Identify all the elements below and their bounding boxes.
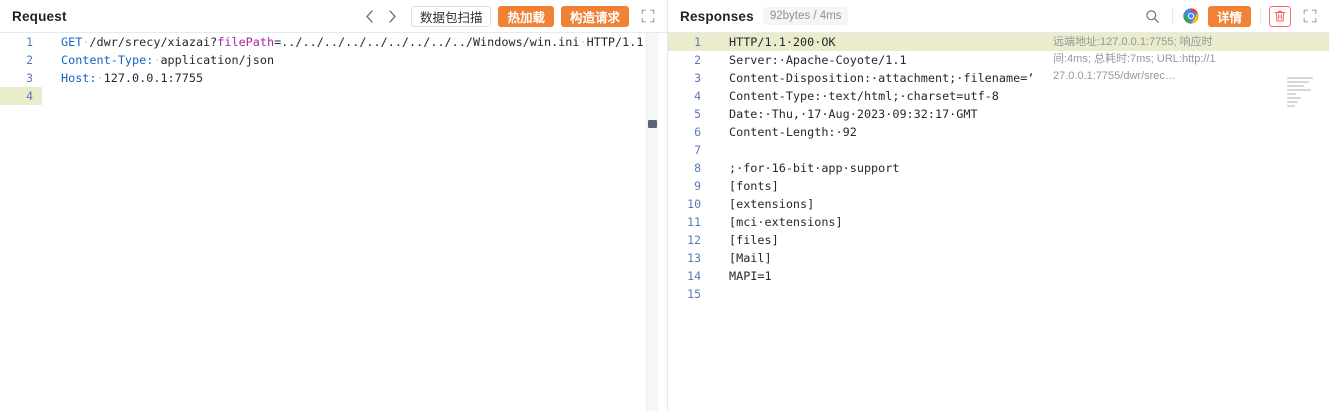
code-line[interactable]: 15 [668,285,1329,303]
line-number: 2 [26,53,33,67]
code-line[interactable]: 4 Content-Type:·text/html;·charset=utf-8 [668,87,1329,105]
response-toolbar: Responses 92bytes / 4ms [668,0,1329,33]
code-line[interactable]: 12 [files] [668,231,1329,249]
line-number: 2 [694,53,701,67]
line-content[interactable]: [mci·extensions] [729,215,843,229]
line-content[interactable]: MAPI=1 [729,269,772,283]
code-line[interactable]: 4 [0,87,667,105]
line-number: 1 [26,35,33,49]
line-content[interactable]: Content-Disposition:·attachment;·filenam… [729,71,1035,85]
trash-icon[interactable] [1269,5,1291,27]
line-number: 3 [694,71,701,85]
expand-icon[interactable] [639,7,657,25]
code-line[interactable]: 1 GET·/dwr/srecy/xiazai?filePath=../../..… [0,33,667,51]
request-panel-title: Request [12,8,67,24]
line-content[interactable]: [extensions] [729,197,815,211]
expand-icon[interactable] [1301,7,1319,25]
line-number: 6 [694,125,701,139]
code-line[interactable]: 10 [extensions] [668,195,1329,213]
line-content[interactable]: Content-Type:·application/json [61,53,275,67]
response-size-time-badge: 92bytes / 4ms [762,7,849,25]
line-number: 8 [694,161,701,175]
line-number: 4 [694,89,701,103]
line-number: 12 [687,233,701,247]
detail-button[interactable]: 详情 [1207,5,1251,27]
line-number: 13 [687,251,701,265]
line-content[interactable]: HTTP/1.1·200·OK [710,33,1329,51]
line-content[interactable]: [files] [729,233,779,247]
line-number: 1 [668,33,710,51]
chevron-right-icon[interactable] [384,6,401,26]
line-number: 10 [687,197,701,211]
line-number: 7 [694,143,701,157]
build-request-button[interactable]: 构造请求 [560,5,629,27]
search-icon[interactable] [1143,6,1163,26]
code-line[interactable]: 2 Content-Type:·application/json [0,51,667,69]
line-number: 3 [26,71,33,85]
hot-reload-button[interactable]: 热加载 [498,5,554,27]
line-number: 9 [694,179,701,193]
scrollbar-thumb[interactable] [648,120,657,128]
packet-scan-button[interactable]: 数据包扫描 [410,5,492,27]
response-panel-title: Responses [680,8,754,24]
line-number: 11 [687,215,701,229]
code-line[interactable]: 5 Date:·Thu,·17·Aug·2023·09:32:17·GMT [668,105,1329,123]
line-content[interactable]: Server:·Apache-Coyote/1.1 [729,53,907,67]
code-line[interactable]: 9 [fonts] [668,177,1329,195]
line-number: 15 [687,287,701,301]
request-code[interactable]: 1 GET·/dwr/srecy/xiazai?filePath=../../..… [0,33,667,411]
line-content[interactable]: Date:·Thu,·17·Aug·2023·09:32:17·GMT [729,107,978,121]
code-line[interactable]: 3 Content-Disposition:·attachment;·filena… [668,69,1329,87]
line-content[interactable]: Host:·127.0.0.1:7755 [61,71,204,85]
code-line[interactable]: 7 [668,141,1329,159]
line-content[interactable]: Content-Length:·92 [729,125,857,139]
toolbar-divider [1171,8,1173,24]
line-content[interactable]: Content-Type:·text/html;·charset=utf-8 [729,89,999,103]
code-line[interactable]: 6 Content-Length:·92 [668,123,1329,141]
request-vertical-scrollbar[interactable] [646,33,658,411]
chrome-icon[interactable] [1181,6,1201,26]
line-number: 5 [694,107,701,121]
code-line[interactable]: 13 [Mail] [668,249,1329,267]
line-content[interactable] [710,141,1329,159]
line-number: 4 [0,87,42,105]
code-line[interactable]: 11 [mci·extensions] [668,213,1329,231]
toolbar-divider [1260,8,1261,24]
response-panel: Responses 92bytes / 4ms [668,0,1329,411]
line-content[interactable]: ;·for·16-bit·app·support [729,161,900,175]
code-line[interactable]: 8 ;·for·16-bit·app·support [668,159,1329,177]
request-toolbar: Request 数据包扫描 热加载 构造请求 [0,0,667,33]
chevron-left-icon[interactable] [361,6,378,26]
line-content[interactable]: GET·/dwr/srecy/xiazai?filePath=../../../… [61,35,644,49]
code-line[interactable]: 14 MAPI=1 [668,267,1329,285]
line-content[interactable]: [Mail] [729,251,772,265]
line-number: 14 [687,269,701,283]
line-content[interactable]: [fonts] [729,179,779,193]
code-line[interactable]: 2 Server:·Apache-Coyote/1.1 [668,51,1329,69]
line-content[interactable] [710,285,1329,303]
code-line[interactable]: 3 Host:·127.0.0.1:7755 [0,69,667,87]
request-editor[interactable]: 1 GET·/dwr/srecy/xiazai?filePath=../../..… [0,33,667,411]
